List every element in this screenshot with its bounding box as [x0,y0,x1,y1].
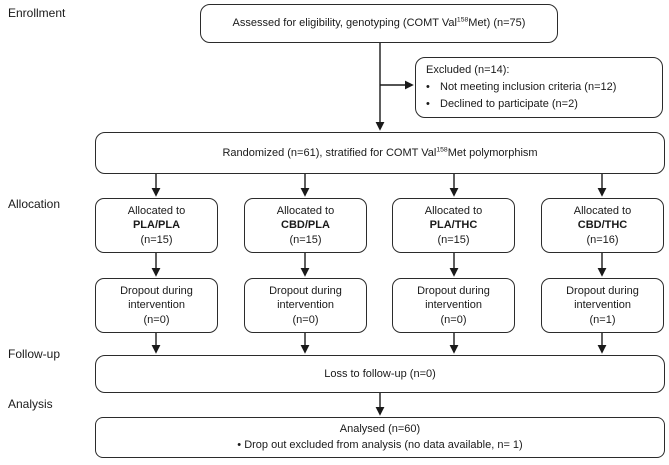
dropout-n: (n=0) [440,313,467,326]
stage-label-followup: Follow-up [8,347,61,361]
excluded-item-text: Declined to participate (n=2) [440,98,578,110]
allocated-label: Allocated to [127,204,186,217]
followup-box: Loss to follow-up (n=0) [95,355,665,393]
randomized-text-prefix: Randomized (n=61), stratified for COMT V… [222,146,437,159]
allocated-n: (n=15) [437,233,470,246]
dropout-box-pla-pla: Dropout during intervention (n=0) [95,278,218,333]
randomized-text-superscript: 158 [436,146,448,154]
dropout-n: (n=1) [589,313,616,326]
bullet-icon: • [426,98,430,110]
eligibility-text-prefix: Assessed for eligibility, genotyping (CO… [232,17,457,30]
allocation-box-pla-thc: Allocated to PLA/THC (n=15) [392,198,515,253]
allocation-box-cbd-thc: Allocated to CBD/THC (n=16) [541,198,664,253]
randomized-box: Randomized (n=61), stratified for COMT V… [95,132,665,174]
allocation-box-pla-pla: Allocated to PLA/PLA (n=15) [95,198,218,253]
randomized-text-suffix: Met polymorphism [447,146,538,159]
allocated-label: Allocated to [276,204,335,217]
dropout-line2: intervention [425,299,482,312]
excluded-item: • Declined to participate (n=2) [426,96,578,113]
group-name: CBD/THC [577,219,628,232]
excluded-item-text: Not meeting inclusion criteria (n=12) [440,81,617,93]
dropout-box-pla-thc: Dropout during intervention (n=0) [392,278,515,333]
stage-label-allocation: Allocation [8,197,61,211]
eligibility-text: Assessed for eligibility, genotyping (CO… [233,16,526,31]
dropout-n: (n=0) [143,313,170,326]
dropout-line1: Dropout during [120,284,193,297]
stage-label-analysis: Analysis [8,397,53,411]
group-name: PLA/THC [429,219,478,232]
stage-label-enrollment: Enrollment [8,6,66,20]
eligibility-text-superscript: 158 [456,16,469,24]
allocated-n: (n=15) [289,233,322,246]
dropout-line2: intervention [574,299,631,312]
bullet-icon: • [426,81,430,93]
randomized-text: Randomized (n=61), stratified for COMT V… [222,146,537,161]
analysis-box: Analysed (n=60) • Drop out excluded from… [95,417,665,458]
analysis-line1: Analysed (n=60) [339,423,421,435]
dropout-line2: intervention [128,299,185,312]
dropout-box-cbd-thc: Dropout during intervention (n=1) [541,278,664,333]
dropout-line1: Dropout during [566,284,639,297]
allocated-label: Allocated to [424,204,483,217]
allocated-label: Allocated to [573,204,632,217]
eligibility-text-suffix: Met) (n=75) [468,17,526,30]
excluded-title: Excluded (n=14): [426,64,510,76]
eligibility-box: Assessed for eligibility, genotyping (CO… [200,4,558,43]
excluded-box: Excluded (n=14): • Not meeting inclusion… [415,57,663,118]
excluded-item: • Not meeting inclusion criteria (n=12) [426,79,616,96]
dropout-line1: Dropout during [417,284,490,297]
analysis-line2: • Drop out excluded from analysis (no da… [237,438,523,451]
dropout-line1: Dropout during [269,284,342,297]
followup-text: Loss to follow-up (n=0) [324,367,436,380]
allocated-n: (n=16) [586,233,619,246]
dropout-n: (n=0) [292,313,319,326]
allocation-box-cbd-pla: Allocated to CBD/PLA (n=15) [244,198,367,253]
group-name: CBD/PLA [281,219,330,232]
dropout-box-cbd-pla: Dropout during intervention (n=0) [244,278,367,333]
allocated-n: (n=15) [140,233,173,246]
dropout-line2: intervention [277,299,334,312]
group-name: PLA/PLA [132,219,181,232]
